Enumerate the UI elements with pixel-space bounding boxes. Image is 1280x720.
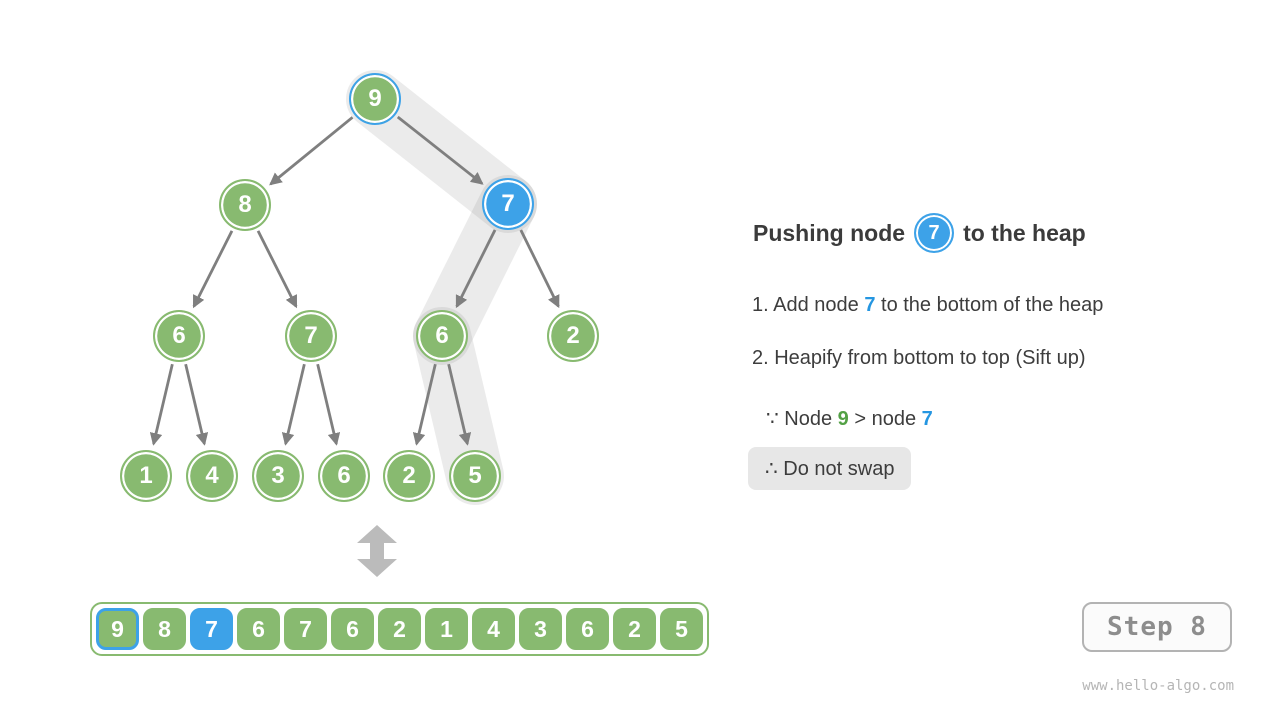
tree-node-value: 4 [205,462,219,489]
panel-title: Pushing node 7 to the heap [753,211,1086,255]
pushed-node-value: 7 [928,221,940,244]
panel-title-prefix: Pushing node [753,219,906,246]
because-middle: > node [848,408,922,430]
array-cell-value: 5 [675,615,688,642]
step-1-prefix: 1. Add node [752,294,865,316]
array-cell-value: 8 [158,615,171,642]
array-cell-value: 7 [299,615,312,642]
tree-node-11: 2 [383,450,435,502]
array-cell-5: 6 [331,608,374,650]
tree-node-10: 6 [318,450,370,502]
tree-node-value: 6 [435,322,449,349]
array-cell-value: 2 [393,615,406,642]
array-cell-4: 7 [284,608,327,650]
array-cell-3: 6 [237,608,280,650]
array-cell-value: 7 [205,615,218,642]
array-cell-12: 5 [660,608,703,650]
array-cell-value: 3 [534,615,547,642]
tree-node-value: 9 [368,85,382,112]
tree-node-5: 6 [416,310,468,362]
step-2-text: 2. Heapify from bottom to top (Sift up) [752,347,1086,369]
pushed-node-badge: 7 [914,213,955,253]
tree-node-6: 2 [547,310,599,362]
heap-array: 9 8 7 6 7 6 2 1 4 3 6 2 5 [90,602,709,656]
tree-node-value: 2 [402,462,416,489]
array-cell-value: 6 [581,615,594,642]
array-cell-value: 2 [628,615,641,642]
because-prefix: ∵ Node [766,408,838,430]
step-badge[interactable]: Step 8 [1082,602,1232,652]
array-cell-value: 4 [487,615,500,642]
because-node-7: 7 [921,408,933,430]
tree-node-value: 1 [139,462,153,489]
swap-updown-arrow-icon [357,525,397,577]
conclusion-box: ∴ Do not swap [748,447,912,490]
array-cell-1: 8 [143,608,186,650]
tree-node-7: 1 [120,450,172,502]
tree-node-8: 4 [186,450,238,502]
tree-node-value: 7 [304,322,318,349]
array-cell-value: 1 [440,615,453,642]
array-cell-value: 6 [346,615,359,642]
array-cell-8: 4 [472,608,515,650]
step-1-value: 7 [864,294,876,316]
watermark: www.hello-algo.com [1082,678,1234,694]
tree-node-2: 7 [482,178,534,230]
tree-edges [149,115,560,446]
panel-title-suffix: to the heap [963,219,1086,246]
step-1-rest: to the bottom of the heap [875,294,1104,316]
because-line: ∵ Node 9 > node 7 [766,406,933,431]
tree-node-0: 9 [349,73,401,125]
array-cell-value: 6 [252,615,265,642]
tree-node-value: 3 [271,462,285,489]
because-node-9: 9 [837,408,849,430]
tree-node-value: 8 [238,191,252,218]
tree-node-value: 2 [566,322,580,349]
array-cell-value: 9 [111,615,124,642]
array-cell-0: 9 [96,608,139,650]
tree-node-value: 7 [501,190,515,217]
step-1-text: 1. Add node 7 to the bottom of the heap [752,294,1103,317]
tree-node-3: 6 [153,310,205,362]
array-cell-10: 6 [566,608,609,650]
tree-node-9: 3 [252,450,304,502]
tree-node-value: 5 [468,462,482,489]
tree-node-4: 7 [285,310,337,362]
tree-node-1: 8 [219,179,271,231]
array-cell-2: 7 [190,608,233,650]
tree-node-value: 6 [172,322,186,349]
array-cell-11: 2 [613,608,656,650]
tree-node-12: 5 [449,450,501,502]
tree-node-value: 6 [337,462,351,489]
sift-up-highlight-band [346,70,537,505]
array-cell-9: 3 [519,608,562,650]
array-cell-7: 1 [425,608,468,650]
array-cell-6: 2 [378,608,421,650]
